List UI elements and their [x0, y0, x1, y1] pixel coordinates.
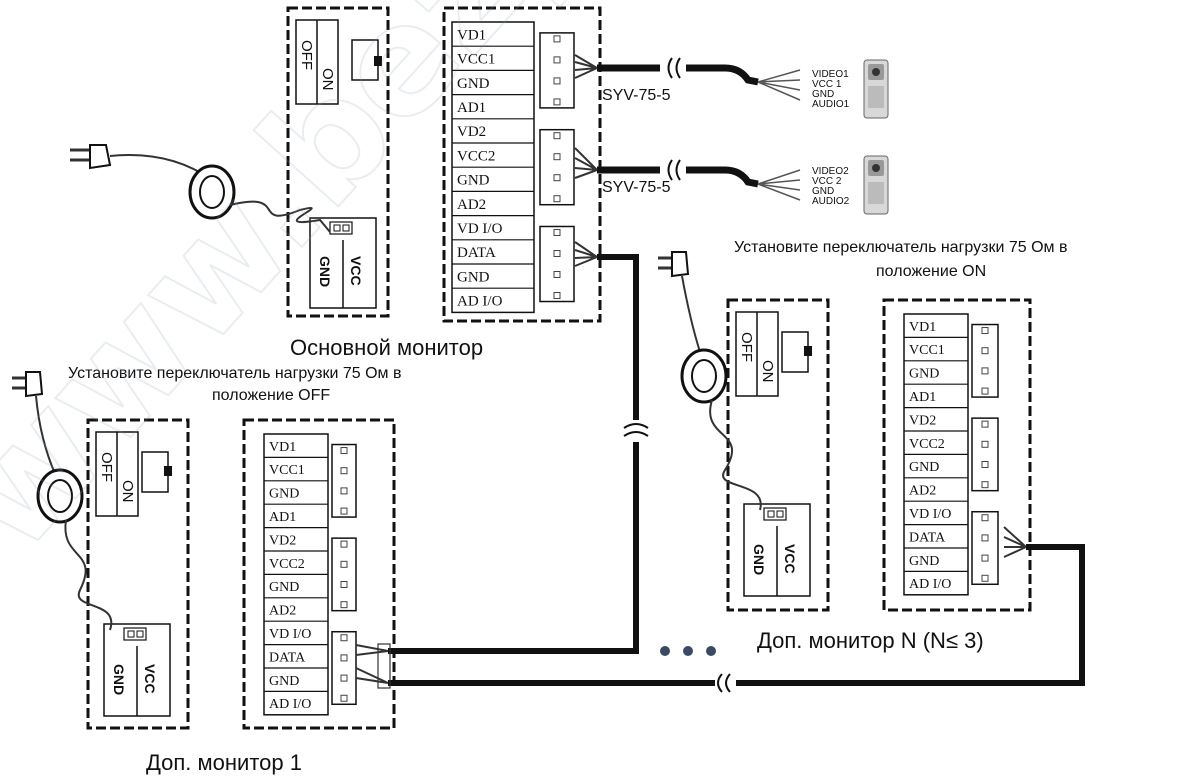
cable2-label: SYV-75-5	[602, 179, 671, 196]
m1-terminal-label: AD2	[269, 604, 296, 619]
m1-power-gnd: GND	[111, 664, 127, 695]
main-terminal-label: VD2	[457, 124, 486, 140]
main-terminal-label: VCC2	[457, 148, 495, 164]
main-terminal-label: GND	[457, 173, 490, 189]
main-switch-on: ON	[319, 68, 336, 91]
monitorN-label: Доп. монитор N (N≤ 3)	[757, 628, 984, 653]
mn-terminal-label: AD I/O	[909, 577, 951, 592]
mn-terminal-label: GND	[909, 460, 939, 475]
main-terminal-label: GND	[457, 76, 490, 92]
m1-switch-on: ON	[119, 480, 136, 503]
cable1-label: SYV-75-5	[602, 87, 671, 104]
main-monitor-label: Основной монитор	[290, 335, 483, 360]
m1-terminal-label: VD2	[269, 533, 296, 548]
m1-terminal-label: DATA	[269, 650, 306, 665]
note-off-line2: положение OFF	[212, 387, 330, 404]
cam2-gnd: GND	[812, 186, 834, 197]
cam2-vcc: VCC 2	[812, 176, 842, 187]
main-power-vcc: VCC	[348, 256, 364, 286]
cam2-video: VIDEO2	[812, 166, 849, 177]
m1-connector-block	[331, 443, 357, 518]
ellipsis-dots	[660, 646, 716, 656]
camera-cable-2: SYV-75-5 VIDEO2 VCC 2 GND AUDIO2	[574, 147, 889, 215]
main-terminal-label: VCC1	[457, 52, 495, 68]
m1-terminal-label: GND	[269, 487, 299, 502]
main-monitor: OFF ON GND VCC VD1VCC1GNDAD1VD2VCC2GNDAD…	[286, 6, 602, 360]
monitor-1: OFF ON GND VCC VD1VCC1GNDAD1VD2VCC2GNDAD…	[86, 418, 396, 775]
mn-power-vcc: VCC	[782, 544, 798, 574]
main-terminal-label: DATA	[457, 245, 496, 261]
mn-connector-block	[971, 323, 999, 398]
cam2-audio: AUDIO2	[812, 196, 850, 207]
mn-terminal-label: GND	[909, 367, 939, 382]
main-terminal-label: GND	[457, 269, 490, 285]
m1-switch-off: OFF	[98, 452, 115, 482]
cam1-gnd: GND	[812, 89, 834, 100]
monitor1-label: Доп. монитор 1	[146, 750, 302, 775]
mn-connector-block	[971, 417, 999, 492]
main-terminal-panel	[442, 6, 602, 323]
mn-connector-block	[971, 510, 999, 586]
camera-2-icon	[863, 155, 889, 215]
mn-terminal-label: AD2	[909, 484, 936, 499]
m1-terminal-label: GND	[269, 674, 299, 689]
note-on-line2: положение ON	[876, 263, 986, 280]
m1-switch-lever	[141, 451, 169, 493]
main-terminal-label: VD1	[457, 27, 486, 43]
power-adapter-mn	[658, 251, 762, 511]
m1-power-panel	[86, 418, 190, 730]
m1-terminal-label: AD I/O	[269, 697, 311, 712]
camera-1-icon	[863, 59, 889, 119]
mn-terminal-label: VD2	[909, 413, 936, 428]
main-switch-off: OFF	[298, 40, 315, 70]
mn-switch-on: ON	[759, 360, 776, 383]
mn-terminal-label: GND	[909, 554, 939, 569]
camera-cable-1: SYV-75-5 VIDEO1 VCC 1 GND AUDIO1	[574, 54, 889, 119]
m1-terminal-label: VCC2	[269, 557, 305, 572]
m1-terminal-label: VD I/O	[269, 627, 311, 642]
mn-terminal-label: DATA	[909, 530, 946, 545]
data-bus	[355, 241, 1085, 693]
mn-power-gnd: GND	[751, 544, 767, 575]
mn-terminal-label: VD1	[909, 320, 936, 335]
main-power-gnd: GND	[317, 256, 333, 287]
main-terminal-label: AD I/O	[457, 294, 503, 310]
main-connector-block	[539, 32, 575, 109]
m1-terminal-label: GND	[269, 580, 299, 595]
main-power-panel	[286, 6, 390, 318]
monitor-n: OFF ON GND VCC VD1VCC1GNDAD1VD2VCC2GNDAD…	[726, 298, 1032, 653]
m1-terminal-panel	[242, 418, 396, 730]
note-off-line1: Установите переключатель нагрузки 75 Ом …	[68, 365, 401, 382]
m1-terminal-label: VD1	[269, 440, 296, 455]
m1-terminal-label: AD1	[269, 510, 296, 525]
m1-connector-block	[331, 537, 357, 612]
cam1-audio: AUDIO1	[812, 99, 850, 110]
m1-connector-block	[331, 630, 357, 706]
mn-power-panel	[726, 298, 830, 612]
main-connector-block	[539, 128, 575, 206]
mn-terminal-label: VCC2	[909, 437, 945, 452]
mn-terminal-panel	[882, 298, 1032, 612]
note-on-line1: Установите переключатель нагрузки 75 Ом …	[734, 239, 1067, 256]
cam1-vcc: VCC 1	[812, 79, 842, 90]
main-terminal-label: AD1	[457, 100, 486, 116]
main-connector-block	[539, 225, 575, 303]
cam1-video: VIDEO1	[812, 69, 849, 80]
mn-terminal-label: VCC1	[909, 343, 945, 358]
m1-terminal-label: VCC1	[269, 463, 305, 478]
power-adapter-m1	[12, 371, 113, 631]
mn-switch-lever	[781, 331, 809, 373]
main-terminal-label: VD I/O	[457, 221, 503, 237]
mn-switch-off: OFF	[738, 332, 755, 362]
main-terminal-label: AD2	[457, 197, 486, 213]
power-adapter-main	[70, 144, 331, 233]
mn-terminal-label: VD I/O	[909, 507, 951, 522]
mn-terminal-label: AD1	[909, 390, 936, 405]
m1-power-vcc: VCC	[142, 664, 158, 694]
